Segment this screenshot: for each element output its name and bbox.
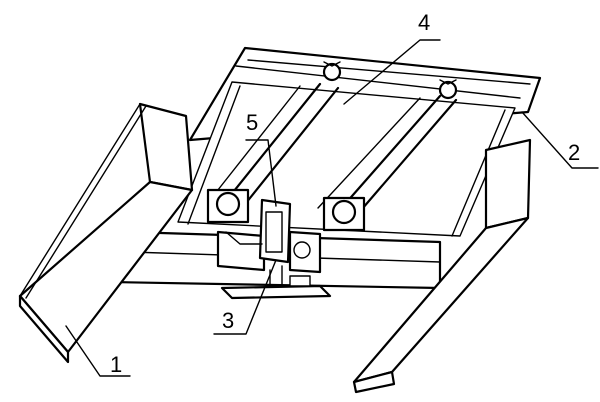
callout-3: 3	[222, 308, 234, 333]
leader-1	[65, 325, 131, 377]
rod-hangers	[322, 61, 458, 100]
callout-4: 4	[418, 10, 430, 35]
leader-lines	[65, 39, 599, 377]
carriage-assembly	[216, 198, 332, 300]
callout-2: 2	[568, 140, 580, 165]
right-rail	[352, 138, 532, 394]
leader-3	[213, 259, 277, 335]
callout-5: 5	[246, 110, 258, 135]
guide-rods	[209, 82, 458, 218]
leader-4	[343, 39, 441, 105]
left-rail	[18, 102, 194, 364]
callout-1: 1	[110, 352, 122, 377]
top-frame-plate	[177, 46, 542, 237]
leader-2	[521, 111, 599, 169]
leader-5	[245, 139, 277, 207]
rod-end-supports	[206, 188, 366, 232]
